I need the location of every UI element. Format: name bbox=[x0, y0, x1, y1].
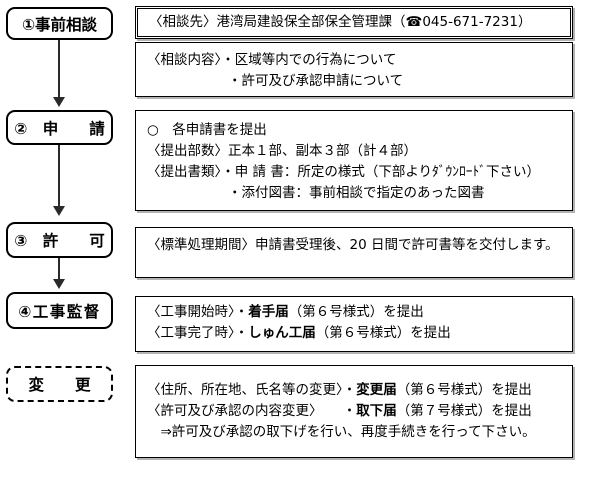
change-line-1-post: （第６号様式）を提出 bbox=[396, 382, 532, 398]
flow-step-change-dashed: 変 更 bbox=[6, 366, 113, 402]
panel-consultation-contact: 〈相談先〉港湾局建設保全部保全管理課（☎045-671-7231） bbox=[135, 6, 573, 39]
flow-step-prior-consultation: ①事前相談 bbox=[6, 7, 113, 40]
flow-step-permission: ③ 許 可 bbox=[6, 222, 113, 258]
supervision-line-1-pre: 〈工事開始時〉・ bbox=[147, 304, 249, 320]
flow-step-construction-supervision: ④工事監督 bbox=[6, 292, 113, 329]
flow-step-label: 変 更 bbox=[28, 376, 91, 394]
change-line-1-bold: 変更届 bbox=[356, 382, 397, 398]
flow-arrow-3-down-icon bbox=[53, 279, 65, 289]
supervision-line-2-post: （第６号様式）を提出 bbox=[315, 325, 451, 341]
supervision-line-2-bold: しゅん工届 bbox=[248, 325, 316, 341]
consult-content-line-2: ・許可及び承認申請について bbox=[147, 73, 404, 89]
panel-permission-period: 〈標準処理期間〉申請書受理後、20 日間で許可書等を交付します。 bbox=[135, 227, 573, 278]
flow-arrow-1-down-icon bbox=[53, 97, 65, 107]
change-line-2-post: （第７号様式）を提出 bbox=[396, 403, 532, 419]
change-line-1-pre: 〈住所、所在地、氏名等の変更〉・ bbox=[147, 382, 357, 398]
flow-step-label: ③ 許 可 bbox=[14, 232, 105, 250]
change-line-2-pre: 〈許可及び承認の内容変更〉 ・ bbox=[147, 403, 357, 419]
application-line-1: ○ 各申請書を提出 bbox=[147, 122, 267, 138]
flow-step-application: ② 申 請 bbox=[6, 110, 113, 145]
flow-arrow-1-line bbox=[58, 40, 60, 98]
flow-arrow-2-down-icon bbox=[53, 206, 65, 216]
consult-content-line-1: 〈相談内容〉・区域等内での行為について bbox=[147, 52, 397, 68]
supervision-line-1-post: （第６号様式）を提出 bbox=[288, 304, 424, 320]
application-line-4: ・添付図書：事前相談で指定のあった図書 bbox=[147, 185, 485, 201]
contact-line: 〈相談先〉港湾局建設保全部保全管理課（☎045-671-7231） bbox=[149, 14, 532, 30]
change-line-2: 〈許可及び承認の内容変更〉 ・取下届（第７号様式）を提出 bbox=[147, 401, 561, 422]
change-line-1: 〈住所、所在地、氏名等の変更〉・変更届（第６号様式）を提出 bbox=[147, 380, 561, 401]
application-line-2: 〈提出部数〉正本１部、副本３部（計４部） bbox=[147, 143, 417, 159]
panel-construction-supervision: 〈工事開始時〉・着手届（第６号様式）を提出 〈工事完了時〉・しゅん工届（第６号様… bbox=[135, 296, 573, 352]
flow-arrow-3-line bbox=[58, 258, 60, 280]
supervision-line-1-bold: 着手届 bbox=[248, 304, 289, 320]
panel-application-details: ○ 各申請書を提出 〈提出部数〉正本１部、副本３部（計４部） 〈提出書類〉・申 … bbox=[135, 110, 573, 211]
flow-step-label: ①事前相談 bbox=[21, 15, 98, 34]
panel-consultation-content: 〈相談内容〉・区域等内での行為について ・許可及び承認申請について bbox=[135, 42, 573, 97]
application-line-3: 〈提出書類〉・申 請 書：所定の様式（下部よりﾀﾞｳﾝﾛｰﾄﾞ下さい） bbox=[147, 164, 541, 180]
flow-step-label: ④工事監督 bbox=[18, 302, 101, 321]
supervision-line-1: 〈工事開始時〉・着手届（第６号様式）を提出 bbox=[147, 302, 561, 323]
flow-arrow-2-line bbox=[58, 145, 60, 207]
panel-consultation-contact-inner: 〈相談先〉港湾局建設保全部保全管理課（☎045-671-7231） bbox=[137, 8, 571, 37]
flow-step-label: ② 申 請 bbox=[14, 119, 105, 138]
change-line-2-bold: 取下届 bbox=[356, 403, 397, 419]
supervision-line-2-pre: 〈工事完了時〉・ bbox=[147, 325, 249, 341]
supervision-line-2: 〈工事完了時〉・しゅん工届（第６号様式）を提出 bbox=[147, 323, 561, 344]
permission-line-1: 〈標準処理期間〉申請書受理後、20 日間で許可書等を交付します。 bbox=[147, 237, 559, 253]
change-line-3: ⇒許可及び承認の取下げを行い、再度手続きを行って下さい。 bbox=[147, 424, 536, 440]
panel-change-procedures: 〈住所、所在地、氏名等の変更〉・変更届（第６号様式）を提出 〈許可及び承認の内容… bbox=[135, 365, 573, 458]
